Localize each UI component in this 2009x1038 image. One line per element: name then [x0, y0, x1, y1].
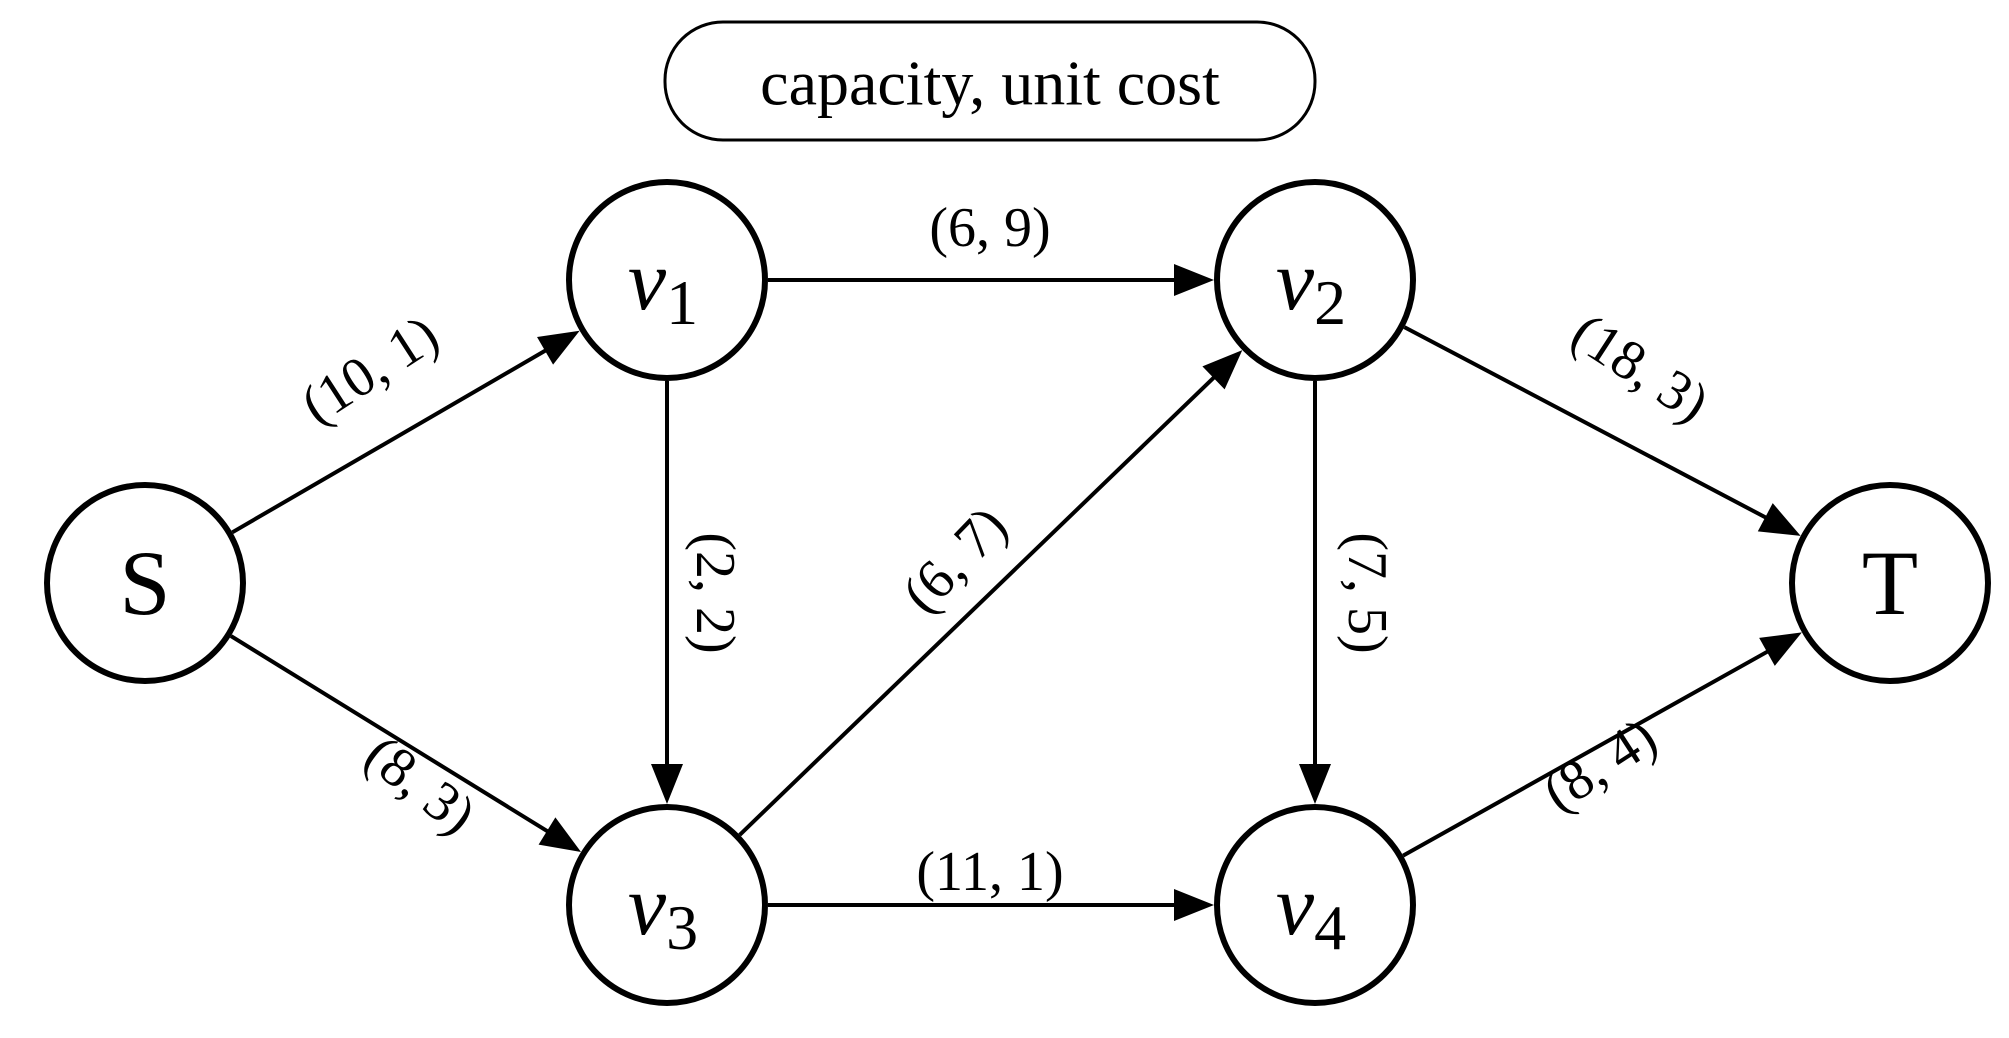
edge-label: (8, 3) [353, 723, 487, 847]
edge-label: (8, 4) [1532, 706, 1667, 824]
node-label: v4 [1276, 857, 1346, 963]
edge-label: (6, 9) [929, 197, 1050, 259]
arrowhead-icon [651, 764, 683, 804]
edge-line [231, 347, 550, 535]
node-label: v3 [628, 857, 698, 963]
node-circle [1214, 179, 1416, 381]
arrowhead-icon [1202, 350, 1243, 390]
node-circle [44, 482, 246, 684]
edge-v1-v3: (2, 2) [651, 381, 746, 804]
edge-v1-v2: (6, 9) [768, 197, 1214, 296]
edge-label: (7, 5) [1336, 532, 1398, 653]
edge-label: (2, 2) [684, 532, 746, 653]
node-label: S [119, 532, 170, 634]
arrowhead-icon [1299, 764, 1331, 804]
edge-v4-T: (8, 4) [1402, 632, 1802, 858]
arrowhead-icon [1757, 503, 1801, 536]
legend-box [663, 20, 1317, 142]
node-v3: v3 [566, 804, 768, 1006]
node-label-subscript: 2 [1314, 267, 1346, 338]
edge-line [1402, 648, 1772, 858]
node-circle [1789, 482, 1991, 684]
legend-text: capacity, unit cost [760, 48, 1220, 119]
node-S: S [44, 482, 246, 684]
edge-v2-T: (18, 3) [1403, 301, 1801, 536]
arrowhead-icon [537, 330, 580, 365]
node-T: T [1789, 482, 1991, 684]
legend: capacity, unit cost [663, 20, 1317, 142]
node-circle [566, 179, 768, 381]
edge-v2-v4: (7, 5) [1299, 381, 1398, 804]
node-label-main: T [1862, 532, 1918, 634]
node-circle [566, 804, 768, 1006]
node-label-main: v [1276, 857, 1315, 953]
node-label-main: v [628, 232, 667, 328]
node-label: T [1862, 532, 1918, 634]
edge-line [229, 634, 552, 835]
edge-line [738, 373, 1218, 837]
arrowhead-icon [1759, 632, 1802, 666]
node-label-subscript: 4 [1314, 892, 1346, 963]
edge-label: (10, 1) [291, 303, 450, 436]
edge-label: (6, 7) [891, 495, 1020, 625]
arrowhead-icon [538, 817, 582, 852]
edge-label: (18, 3) [1561, 301, 1720, 434]
node-label-main: v [1276, 232, 1315, 328]
node-v4: v4 [1214, 804, 1416, 1006]
node-label-main: S [119, 532, 170, 634]
edge-v3-v4: (11, 1) [768, 841, 1214, 921]
edge-S-v3: (8, 3) [229, 634, 582, 852]
node-label: v1 [628, 232, 698, 338]
node-v2: v2 [1214, 179, 1416, 381]
edge-S-v1: (10, 1) [231, 303, 580, 535]
edges: (10, 1) (8, 3) (6, 9) (2, 2) (6, 7) (11, 1) (7… [229, 197, 1802, 921]
arrowhead-icon [1174, 889, 1214, 921]
node-label-main: v [628, 857, 667, 953]
edge-label: (11, 1) [916, 841, 1063, 903]
node-label-subscript: 1 [666, 267, 698, 338]
edge-v3-v2: (6, 7) [738, 350, 1243, 837]
node-label: v2 [1276, 232, 1346, 338]
node-circle [1214, 804, 1416, 1006]
node-label-subscript: 3 [666, 892, 698, 963]
node-v1: v1 [566, 179, 768, 381]
edge-line [1403, 325, 1770, 521]
arrowhead-icon [1174, 264, 1214, 296]
